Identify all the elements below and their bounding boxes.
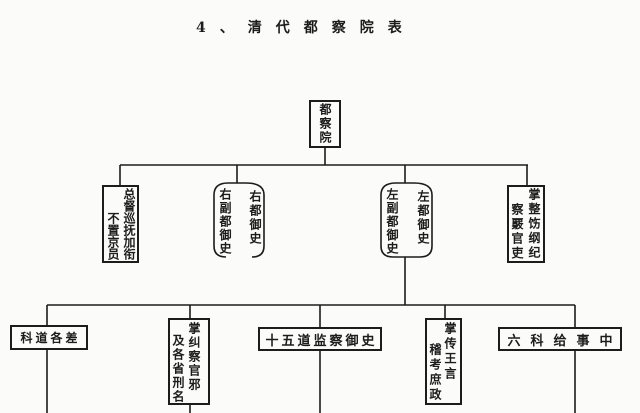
node-censorate (309, 100, 341, 148)
node-six-sections-label: 六科给事中 (507, 333, 623, 349)
node-impeachment (168, 318, 210, 405)
node-fifteen-circuits-label: 十五道监察御史 (265, 333, 378, 349)
node-duties (507, 185, 545, 263)
node-governors (102, 185, 139, 263)
node-six-sections: 六科给事中 (498, 327, 622, 351)
node-right-censor: 右都御史 (248, 190, 262, 246)
node-left-vice-censor: 左副都御史 (385, 188, 399, 256)
node-edicts-col-left: 稽考庶政 (428, 343, 442, 403)
node-edicts-col-right: 掌传王言 (443, 322, 457, 382)
node-edicts (425, 318, 462, 405)
bracket-right-censor (245, 182, 265, 258)
bracket-left-vice-censor (380, 182, 397, 258)
node-duties-col-left: 察覈官吏 (510, 202, 524, 261)
node-left-censor: 左都御史 (416, 190, 430, 246)
node-right-vice-censor: 右副都御史 (218, 188, 232, 256)
node-impeachment-col-right: 掌纠察官邪 (187, 322, 201, 392)
bracket-left-censor (413, 182, 433, 258)
node-governors-col-right: 总督巡抚加衔 (122, 188, 136, 260)
node-duties-col-right: 掌整饬纲纪 (527, 188, 541, 261)
node-fifteen-circuits: 十五道监察御史 (258, 327, 382, 351)
node-impeachment-col-left: 及各省刑名 (171, 334, 185, 404)
bracket-right-vice-censor (213, 182, 229, 258)
node-governors-col-left: 不置京员 (106, 212, 120, 260)
node-censorate-label: 都察院 (318, 103, 332, 145)
node-circuit-duties-label: 科道各差 (20, 331, 81, 345)
chart-title: 4、清代都察院表 (196, 20, 416, 36)
node-circuit-duties: 科道各差 (10, 325, 88, 350)
